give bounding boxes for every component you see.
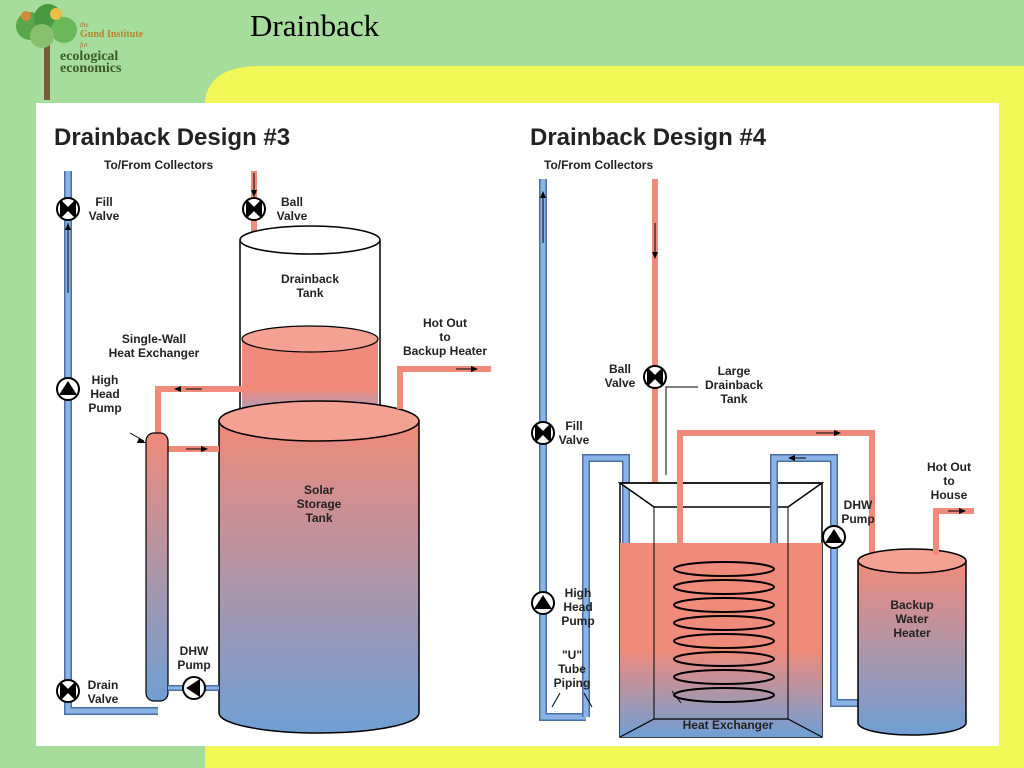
fill-valve-icon <box>55 196 81 222</box>
single-wall-heat-exchanger <box>145 432 169 702</box>
heat-exchanger-d4-label: Heat Exchanger <box>683 718 774 732</box>
hot-out-house-pipe <box>933 508 974 555</box>
logo-text-economics: economics <box>60 61 122 76</box>
design-4: Drainback Design #4 To/From Collectors <box>530 124 974 738</box>
diagram-panel: Drainback Design #3 To/From Collectors <box>36 103 999 746</box>
large-drainback-tank <box>617 482 825 738</box>
dhw-pump-d4-icon <box>822 525 846 549</box>
high-head-pump-icon <box>56 377 80 401</box>
high-head-pump-d4-icon <box>531 591 555 615</box>
drain-valve-icon <box>55 678 81 704</box>
hot-loop-pipe <box>677 430 875 553</box>
design-3-title: Drainback Design #3 <box>54 124 290 151</box>
logo-text-the: the <box>80 21 89 29</box>
drainback-tank <box>239 225 381 424</box>
fill-valve-d4-icon <box>530 420 556 446</box>
drainback-diagrams: Drainback Design #3 To/From Collectors <box>54 124 974 738</box>
blue-pipe-left <box>64 171 158 715</box>
solar-storage-tank <box>218 400 420 734</box>
logo-text-gund: Gund Institute <box>80 29 144 40</box>
dhw-pump-icon <box>182 676 206 700</box>
blue-pipe-left-fill <box>65 171 158 714</box>
logo-text-for: for <box>80 41 89 49</box>
design-4-to-from-label: To/From Collectors <box>544 158 653 172</box>
design-3-to-from-label: To/From Collectors <box>104 158 213 172</box>
slide-title: Drainback <box>250 8 380 43</box>
backup-water-heater <box>857 548 967 736</box>
hot-out-pipe <box>397 366 491 409</box>
blue-pipe-d4 <box>539 179 586 721</box>
design-4-title: Drainback Design #4 <box>530 124 767 151</box>
ball-valve-d4-icon <box>642 364 668 390</box>
design-3: Drainback Design #3 To/From Collectors <box>54 124 491 734</box>
logo-text-ecological: ecological <box>60 49 119 64</box>
ball-valve-icon <box>241 196 267 222</box>
hx-top-pipe <box>155 386 242 433</box>
tree-icon <box>16 4 77 100</box>
heat-exchanger-coil <box>673 561 775 703</box>
gund-institute-logo: the Gund Institute for ecological econom… <box>8 2 188 102</box>
